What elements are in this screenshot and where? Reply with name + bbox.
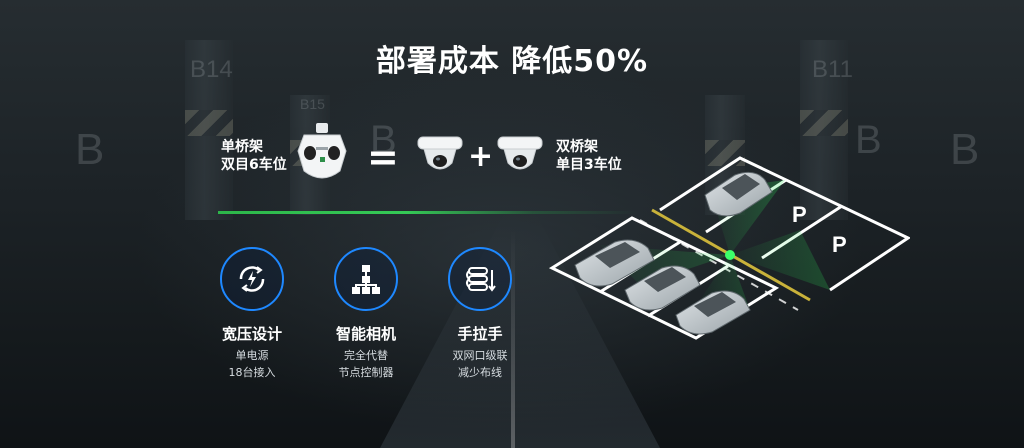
pillar-label: B14 — [190, 56, 233, 83]
car-icon — [574, 239, 655, 287]
feature-desc-line2: 18台接入 — [228, 366, 276, 379]
single-bridge-label-line1: 单桥架 — [221, 139, 263, 155]
green-divider — [218, 211, 638, 214]
dome-camera-icon — [497, 136, 543, 170]
pillar-label: B15 — [300, 96, 325, 112]
parking-lot-illustration: P P — [548, 156, 910, 340]
page-title: 部署成本 降低50% — [375, 44, 649, 79]
feature-desc-line2: 节点控制器 — [338, 366, 394, 379]
wide-voltage-icon — [220, 247, 284, 311]
single-bridge-label: 单桥架 双目6车位 — [221, 138, 287, 174]
single-bridge-label-line2: 双目6车位 — [221, 157, 287, 173]
feature-title: 手拉手 — [457, 325, 503, 343]
feature-desc-line1: 完全代替 — [344, 349, 388, 362]
driveway-center-line — [511, 230, 515, 448]
parking-mark: P — [792, 202, 807, 227]
feature-desc-line1: 单电源 — [235, 349, 269, 362]
feature-title: 智能相机 — [335, 325, 396, 343]
pillar-label: B11 — [812, 56, 853, 83]
daisy-chain-icon — [448, 247, 512, 311]
pillar-label: B — [950, 125, 980, 174]
dual-lens-camera-icon — [297, 123, 347, 179]
pillar-label: B — [855, 118, 882, 162]
feature-desc-line1: 双网口级联 — [452, 349, 508, 362]
feature-desc-line2: 减少布线 — [458, 366, 502, 379]
detection-beam — [730, 230, 830, 290]
garage-pillar — [185, 40, 233, 220]
car-icon — [675, 290, 751, 335]
dome-camera-icon — [417, 136, 463, 170]
car-icon — [624, 265, 701, 311]
feature-title: 宽压设计 — [221, 325, 282, 343]
pillar-label: B — [370, 118, 397, 162]
feature-daisy-chain: 手拉手 双网口级联 减少布线 — [420, 247, 540, 381]
plus-sign: + — [468, 139, 494, 174]
equals-sign: = — [367, 135, 399, 179]
feature-wide-voltage: 宽压设计 单电源 18台接入 — [192, 247, 312, 381]
network-topology-icon — [334, 247, 398, 311]
car-icon — [704, 171, 773, 217]
double-bridge-label-line1: 双桥架 — [556, 139, 598, 155]
double-bridge-label-line2: 单目3车位 — [556, 157, 622, 173]
camera-point-icon — [725, 250, 735, 260]
pillar-label: B — [75, 125, 105, 174]
double-bridge-label: 双桥架 单目3车位 — [556, 138, 622, 174]
feature-smart-camera: 智能相机 完全代替 节点控制器 — [306, 247, 426, 381]
parking-mark: P — [832, 232, 847, 257]
